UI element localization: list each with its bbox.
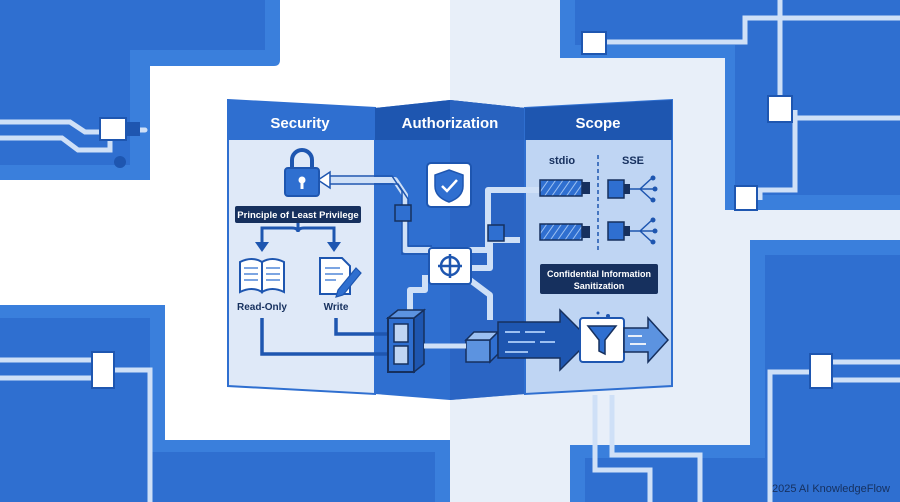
arrow-write [327,242,341,252]
data-flow-arrow [497,308,592,372]
book-icon [239,258,285,294]
shield-check-icon [426,162,472,208]
authorization-title: Authorization [402,115,499,132]
read-only-label: Read-Only [237,302,287,313]
pipe-joint-2 [487,224,505,242]
connector-left-top [99,117,127,141]
panel-security [227,98,376,396]
mid-block [464,330,500,364]
connector-left-bottom [91,351,115,389]
branch-arrows [260,223,336,244]
connector-right-low [734,185,758,211]
pipe-end-dot [114,156,126,168]
hub-node-icon [428,247,472,285]
sse-label: SSE [622,155,644,167]
pipe-joint-1 [394,204,412,222]
connector-right-top [581,31,607,55]
corner-block-top-right [560,0,900,210]
connector-left-top-plug [126,122,140,136]
sse-connector-2 [607,217,658,245]
stdio-label: stdio [549,155,576,167]
scope-title: Scope [575,115,620,132]
confidential-label-box [540,264,658,294]
document-pen-icon [319,257,362,298]
lock-icon [284,148,320,197]
stdio-connector-1 [539,179,590,197]
access-lines [260,318,388,356]
pipe-left-bottom [0,357,153,502]
corner-block-bottom-right [570,240,900,502]
least-privilege-label-box [235,206,361,223]
funnel-filter-icon [579,311,625,363]
sse-connector-1 [607,175,658,203]
write-label: Write [324,302,349,313]
confidential-label-line2: Sanitization [574,281,625,291]
pipe-right-bottom [592,359,900,502]
flow-pipes-outline [330,175,432,255]
connector-right-mid [767,95,793,123]
copyright-text: 2025 AI KnowledgeFlow [772,483,890,495]
security-title: Security [270,115,330,132]
connector-right-bottom [809,353,833,389]
confidential-label-line1: Confidential Information [547,269,651,279]
gate-block [385,308,427,374]
least-privilege-label: Principle of Least Privilege [237,210,358,221]
stdio-connector-2 [539,223,590,241]
arrow-read-only [255,242,269,252]
output-arrow [623,316,670,364]
arrow-to-lock [316,170,331,190]
